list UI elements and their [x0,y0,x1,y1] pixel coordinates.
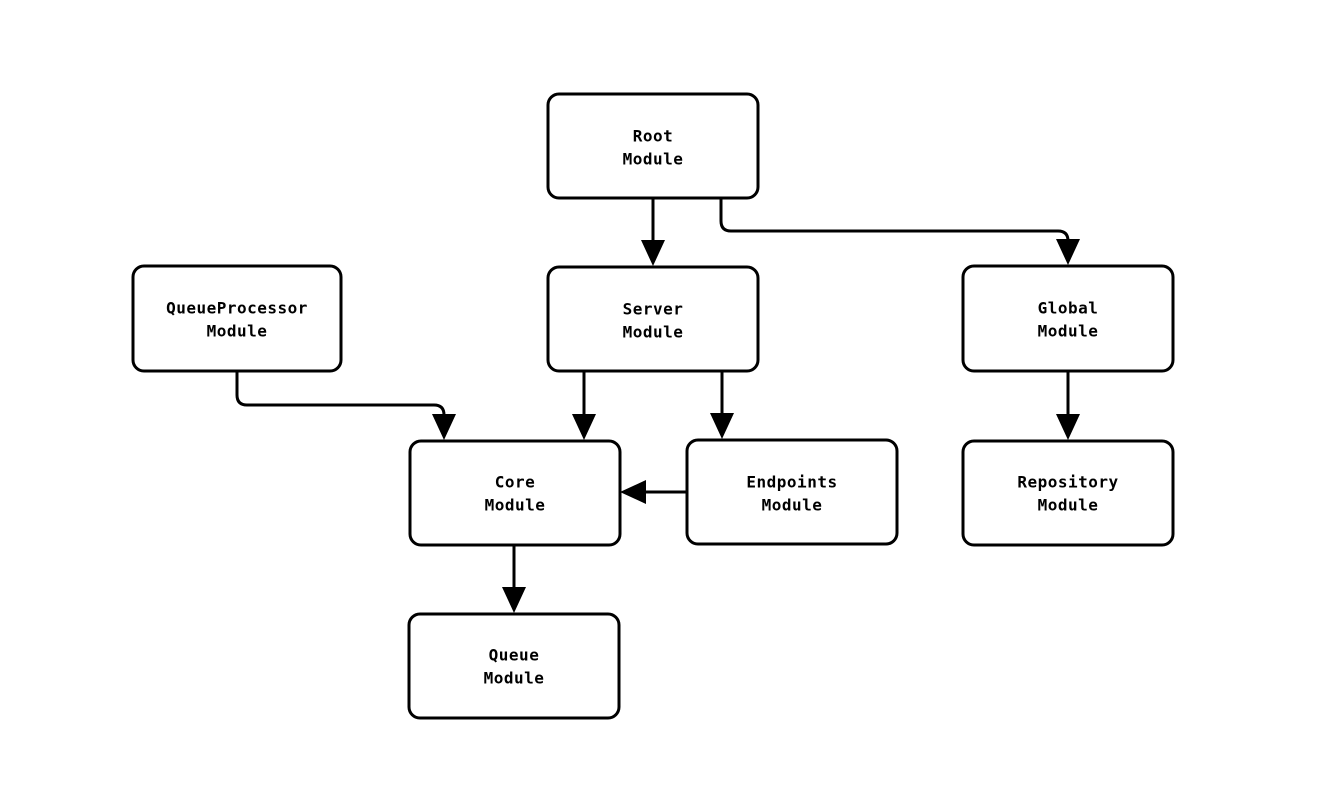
edge-core-to-queue [502,545,526,613]
edge-root-to-server [641,198,665,266]
node-endpoints-module[interactable]: Endpoints Module [685,438,899,546]
node-label-line2: Module [762,496,823,515]
node-shape[interactable] [961,439,1175,547]
node-shape[interactable] [685,438,899,546]
node-shape[interactable] [961,264,1175,373]
node-global-module[interactable]: Global Module [961,264,1175,373]
node-label-line2: Module [1038,496,1099,515]
node-label-line1: Global [1038,299,1099,318]
node-label-line1: Core [495,473,536,492]
node-label-line1: QueueProcessor [166,299,308,318]
arrow-head-icon [572,414,596,440]
node-shape[interactable] [546,265,760,373]
edge-server-to-endpoints [710,371,734,439]
edge-server-to-core [572,371,596,440]
edge-global-to-repository [1056,371,1080,440]
node-label-line2: Module [207,322,268,341]
node-repository-module[interactable]: Repository Module [961,439,1175,547]
arrow-head-icon [641,240,665,266]
node-label-line1: Repository [1017,473,1118,492]
node-queueprocessor-module[interactable]: QueueProcessor Module [131,264,343,373]
node-label-line1: Server [623,300,684,319]
node-queue-module[interactable]: Queue Module [407,612,621,720]
edge-queueprocessor-to-core [235,371,456,440]
node-shape[interactable] [407,612,621,720]
node-root-module[interactable]: Root Module [546,92,760,200]
arrow-head-icon [1056,414,1080,440]
node-label-line2: Module [485,496,546,515]
node-label-line2: Module [623,150,684,169]
arrow-head-icon [710,413,734,439]
edge-line [235,371,446,421]
arrow-head-icon [502,587,526,613]
node-core-module[interactable]: Core Module [408,439,622,547]
edge-root-to-global [719,198,1080,265]
node-label-line1: Queue [489,646,540,665]
node-shape[interactable] [546,92,760,200]
node-label-line1: Root [633,127,674,146]
node-shape[interactable] [131,264,343,373]
node-server-module[interactable]: Server Module [546,265,760,373]
node-label-line2: Module [1038,322,1099,341]
node-label-line2: Module [484,669,545,688]
node-label-line1: Endpoints [746,473,837,492]
node-label-line2: Module [623,323,684,342]
edge-line [719,198,1070,247]
node-shape[interactable] [408,439,622,547]
edge-endpoints-to-core [620,480,687,504]
arrow-head-icon [1056,239,1080,265]
arrow-head-icon [432,414,456,440]
arrow-head-icon [620,480,646,504]
